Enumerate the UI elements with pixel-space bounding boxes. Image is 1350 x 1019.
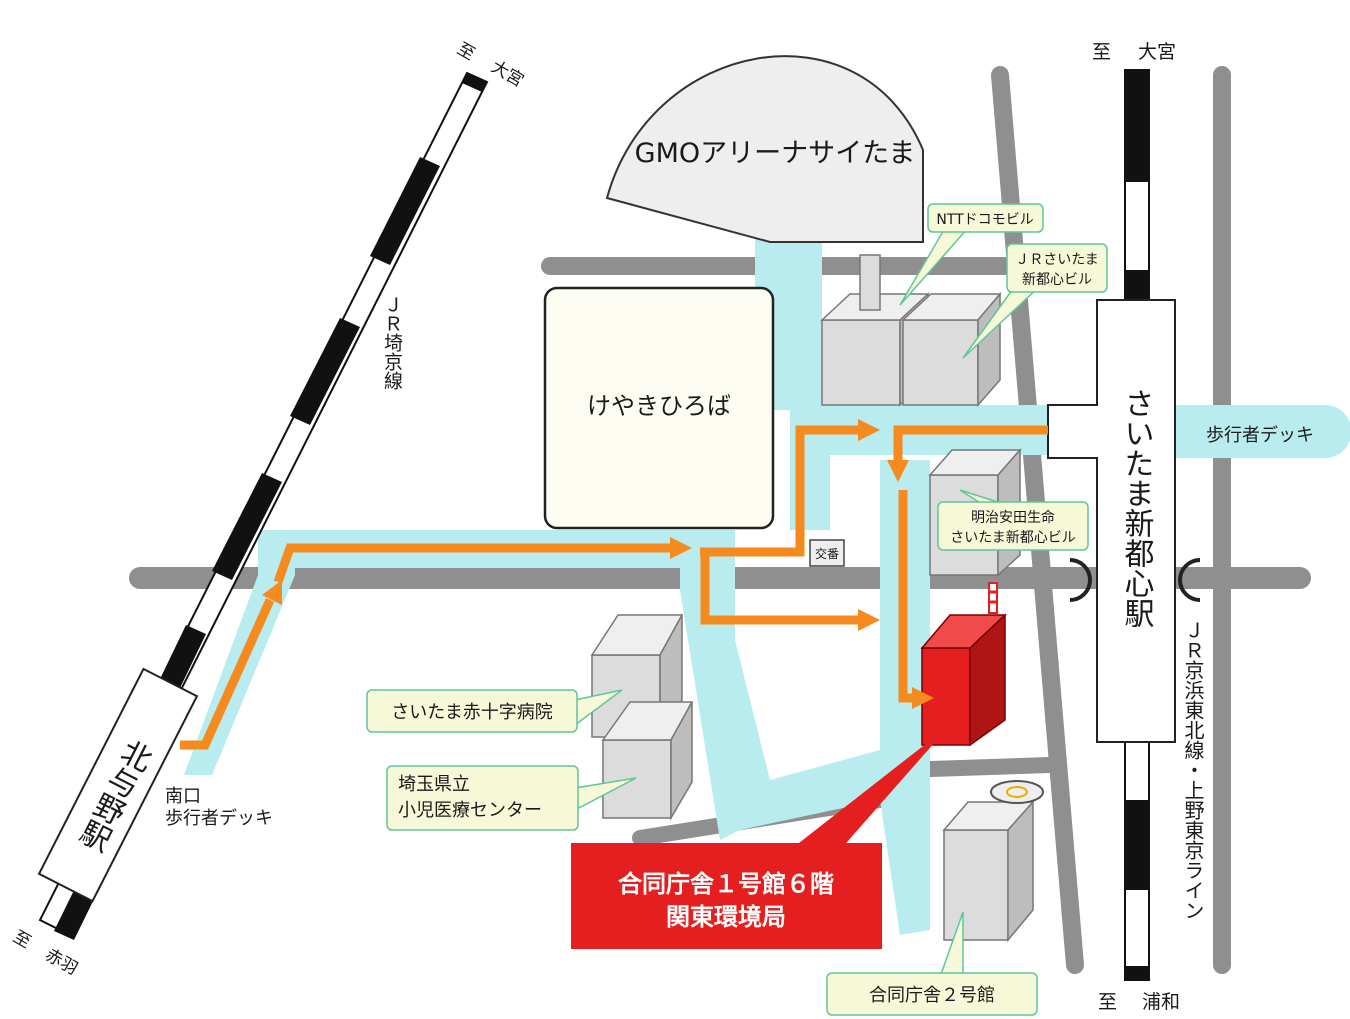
saitama-shintoshin-station[interactable]: さいたま新都心駅 [1047,299,1176,743]
children-label-2: 小児医療センター [398,800,542,821]
callout-meiji: 明治安田生命 さいたま新都心ビル [937,489,1089,551]
route-arrowhead [670,537,692,559]
saikyo-top-dir-2: 大宮 [488,57,527,91]
deck-central-vertical [680,460,930,935]
keihin-top-dir-2: 大宮 [1138,41,1176,63]
route-segment-4 [700,552,860,625]
deck-east-end [1150,405,1350,458]
kitayono-station[interactable]: 北与野駅 [37,667,199,903]
route-segment-6 [898,490,915,703]
callout-ntt: NTTドコモビル [899,203,1044,306]
koban[interactable]: 交番 [809,539,845,567]
route-arrowhead [912,687,934,709]
callout-box [937,501,1089,551]
callout-godo2: 合同庁舎２号館 [826,911,1038,1016]
callout-hospital: さいたま赤十字病院 [366,689,623,733]
keyaki-label: けやきひろば [587,392,731,420]
underpass-west-icon [1069,558,1092,602]
jr-building-label-2: 新都心ビル [1022,272,1092,288]
children-side [670,701,693,821]
station-body[interactable] [1047,299,1176,743]
station-name-label: さいたま新都心駅 [1119,388,1155,628]
route-arrowhead [858,609,880,631]
route-arrowhead [858,419,880,441]
route-arrowhead [887,460,909,482]
east-deck-label: 歩行者デッキ [1206,425,1314,446]
route-segment-1 [180,598,275,750]
saikyo-black-segment [370,157,440,265]
route-arrowhead [262,580,282,605]
target-callout[interactable]: 合同庁舎１号館６階 関東環境局 [571,725,950,949]
heliport-icon [990,780,1044,804]
meiji-label-1: 明治安田生命 [971,509,1055,526]
callout-children: 埼玉県立 小児医療センター [386,765,637,831]
callout-box [1006,243,1108,293]
meiji-label-2: さいたま新都心ビル [950,530,1076,546]
godo2-side [1007,800,1034,943]
underpass-east-icon [1178,558,1201,602]
route-segment-5 [893,425,1048,462]
walking-route [180,419,1048,750]
keihin-black-segment [1125,270,1149,300]
keihin-black-segment [1125,800,1149,890]
heliport-mark [1006,786,1028,798]
keihin-black-segment [1125,70,1149,182]
keihin-black-segment [1125,966,1149,980]
keyaki-area[interactable] [543,286,775,530]
saikyo-black-segment [212,473,282,580]
jr-shintoshin-building[interactable] [901,291,1002,407]
target-side [969,613,1006,747]
koban-label: 交番 [815,546,839,561]
target-label-line2: 関東環境局 [666,903,786,931]
keihin-line-label: ＪＲ京浜東北線・上野東京ライン [1181,620,1205,920]
arena-label: GMOアリーナサイたま [635,138,916,169]
children-label-1: 埼玉県立 [398,774,470,795]
godo2-front [943,829,1009,941]
children-medical-center-building[interactable] [601,701,694,821]
koban-box[interactable] [809,539,845,567]
callout-box [826,972,1038,1016]
saikyo-black-segment [160,625,206,688]
ntt-label: NTTドコモビル [936,212,1033,228]
south-deck-label-2: 歩行者デッキ [165,808,273,829]
ntt-tower [859,254,881,311]
ntt-front [821,319,901,406]
saikyo-top-dir-1: 至 [454,39,479,65]
target-label-box[interactable] [571,843,882,949]
children-front [602,739,672,819]
godo2-label: 合同庁舎２号館 [869,985,995,1006]
keihin-top-dir-1: 至 [1092,41,1111,63]
keihin-bottom-dir-2: 浦和 [1142,991,1180,1013]
kitayono-station-body[interactable] [37,667,199,903]
gmo-arena[interactable]: GMOアリーナサイたま [605,55,924,243]
target-label-line1: 合同庁舎１号館６階 [618,870,834,898]
saikyo-bottom-dir-1: 至 [10,927,35,953]
jr-bldg-front [902,319,979,406]
hospital-label: さいたま赤十字病院 [391,702,552,723]
callout-jr-building: ＪＲさいたま 新都心ビル [962,243,1108,359]
callout-box [386,765,579,831]
south-deck-label-1: 南口 [165,786,201,807]
route-segment-3 [700,425,860,557]
callout-box [927,203,1044,233]
keyaki-hiroba[interactable]: けやきひろば [543,286,775,530]
saikyo-bottom-dir-2: 赤羽 [42,945,81,979]
route-segment-2 [273,543,670,584]
saikyo-line-label: ＪＲ埼京線 [381,295,403,390]
saikyo-black-segment [462,73,487,92]
godo-building-2[interactable] [942,780,1044,943]
arena-shape[interactable] [605,55,924,243]
keihin-bottom-dir-1: 至 [1098,991,1117,1013]
target-pointer [790,725,950,850]
godo-building-1-target[interactable] [920,582,1007,747]
jr-building-label-1: ＪＲさいたま [1015,252,1099,268]
chimney-icon [988,582,998,614]
saikyo-black-segment [290,318,360,425]
callout-box [366,689,578,733]
